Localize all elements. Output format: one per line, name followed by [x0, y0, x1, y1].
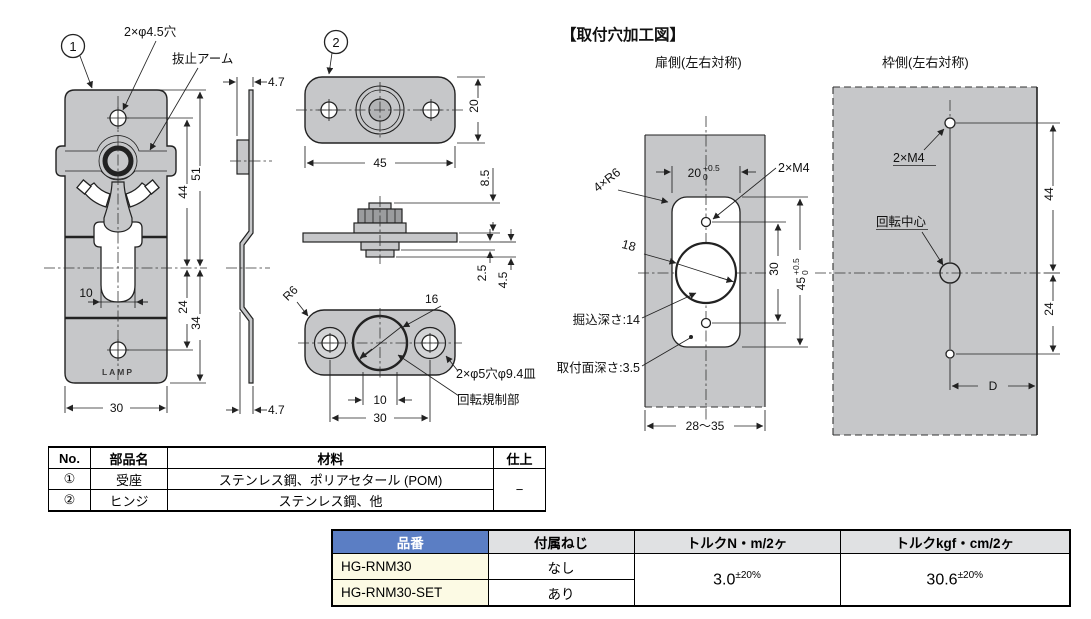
- dim-r6: R6: [280, 283, 301, 304]
- frame-side-diagram: 枠側(左右対称) 2×M4 回転中心 44 24: [815, 55, 1060, 436]
- torque-nm-value: 3.0: [713, 571, 736, 589]
- parts-header-finish: 仕上: [493, 446, 546, 469]
- dim-door-45-tol-plus: +0.5: [791, 258, 801, 275]
- callout-2: 2: [332, 35, 339, 50]
- slot-left: [76, 179, 92, 195]
- part-2-material: ステンレス鋼、他: [167, 489, 494, 512]
- dim-door-20-tol-plus: +0.5: [703, 163, 720, 173]
- dim-4.7-top: 4.7: [268, 75, 285, 89]
- spec-torque-kgf: 30.6±20%: [839, 553, 1071, 607]
- parts-header-name: 部品名: [90, 446, 168, 469]
- dim-4.7-bottom: 4.7: [268, 403, 285, 417]
- mortise-depth-label: 掘込深さ:14: [573, 312, 640, 327]
- face-depth-label: 取付面深さ:3.5: [557, 361, 640, 375]
- door-caption: 扉側(左右対称): [655, 55, 742, 70]
- callout-2-balloon: [323, 29, 349, 55]
- door-side-diagram: 扉側(左右対称) 20 +0.5 0 2×M4 4×R6 18: [557, 55, 810, 433]
- spec-header-screw: 付属ねじ: [487, 529, 635, 554]
- dim-door-30: 30: [767, 262, 781, 276]
- dim-10: 10: [79, 286, 93, 300]
- rotation-center-mark: [939, 262, 961, 284]
- part-1-no: ①: [48, 468, 91, 490]
- dim-20: 20: [467, 99, 481, 113]
- torque-kgf-tolerance: ±20%: [957, 569, 984, 581]
- counterbore-label: 2×φ5穴φ9.4皿: [456, 366, 536, 381]
- torque-nm-tolerance: ±20%: [735, 569, 761, 581]
- hinge-bottom-view: 16 2×φ5穴φ9.4皿 回転規制部 10 30: [298, 292, 536, 425]
- callout-1: 1: [69, 39, 76, 54]
- frame-screw-hole-bottom: [945, 349, 955, 359]
- hole-spec-label: 2×φ4.5穴: [124, 24, 177, 39]
- dim-45: 45: [373, 156, 387, 170]
- part-1-name: 受座: [90, 468, 168, 490]
- torque-kgf-value: 30.6: [926, 571, 958, 589]
- parts-table: No. 部品名 材料 仕上 ① 受座 ステンレス鋼、ポリアセタール (POM) …: [48, 446, 546, 512]
- hinge-top-view: 2 45 20: [296, 29, 485, 170]
- spec-torque-nm: 3.0±20%: [633, 553, 841, 607]
- frame-m4-label: 2×M4: [893, 151, 925, 165]
- slot-right: [144, 179, 160, 195]
- spec-table-row-2: HG-RNM30-SET あり: [331, 579, 1070, 607]
- spec-screw-1: なし: [487, 553, 635, 580]
- door-screw-hole-top: [700, 216, 712, 228]
- dim-frame-d: D: [989, 379, 998, 393]
- spec-model-1: HG-RNM30: [331, 553, 489, 580]
- arm-tongue: [103, 181, 133, 233]
- dim-10-bottom: 10: [373, 393, 387, 407]
- spec-table: 品番 付属ねじ トルクN・m/2ヶ トルクkgf・cm/2ヶ HG-RNM30 …: [331, 529, 1071, 607]
- dim-34: 34: [189, 316, 203, 330]
- lamp-logo: LAMP: [102, 367, 134, 377]
- spec-header-torque-nm: トルクN・m/2ヶ: [633, 529, 841, 554]
- parts-table-row-2: ② ヒンジ ステンレス鋼、他: [48, 489, 546, 512]
- dim-8.5: 8.5: [478, 169, 492, 186]
- door-screw-hole-bottom: [700, 317, 712, 329]
- part-2-no: ②: [48, 489, 91, 512]
- dim-24: 24: [176, 300, 190, 314]
- spec-table-row-1: HG-RNM30 なし 3.0±20% 30.6±20%: [331, 553, 1071, 607]
- parts-table-row-1: ① 受座 ステンレス鋼、ポリアセタール (POM) −: [48, 468, 546, 512]
- dim-frame-44: 44: [1042, 187, 1056, 201]
- frame-screw-hole-top: [944, 117, 956, 129]
- spec-screw-2: あり: [487, 579, 635, 607]
- spec-header-model: 品番: [331, 529, 489, 554]
- part-2-name: ヒンジ: [90, 489, 168, 512]
- door-d18-label: 18: [620, 237, 637, 254]
- dim-door-45: 45: [794, 277, 808, 291]
- rotation-limit-label: 回転規制部: [457, 392, 520, 407]
- spec-model-2: HG-RNM30-SET: [331, 579, 489, 607]
- dim-door-45-tol-minus: 0: [800, 270, 810, 275]
- parts-table-header-row: No. 部品名 材料 仕上: [48, 446, 546, 469]
- dim-door-20-tol-minus: 0: [703, 172, 708, 182]
- dim-door-range: 28〜35: [686, 419, 725, 433]
- arm-label: 抜止アーム: [172, 51, 233, 66]
- frame-caption: 枠側(左右対称): [882, 55, 969, 70]
- dim-30-bottom: 30: [373, 411, 387, 425]
- parts-header-no: No.: [48, 446, 91, 469]
- hinge-profile-view: 8.5 2.5 4.5: [302, 168, 516, 288]
- boss-profile: [236, 139, 250, 175]
- dim-4.5: 4.5: [496, 271, 510, 288]
- dim-51: 51: [189, 167, 203, 181]
- dim-door-20: 20: [688, 166, 702, 180]
- spec-table-header-row: 品番 付属ねじ トルクN・m/2ヶ トルクkgf・cm/2ヶ: [331, 529, 1071, 554]
- part-1-material: ステンレス鋼、ポリアセタール (POM): [167, 468, 494, 490]
- door-m4-label: 2×M4: [778, 161, 810, 175]
- rotation-center-label: 回転中心: [876, 214, 927, 229]
- dim-2.5: 2.5: [475, 264, 489, 281]
- dim-frame-24: 24: [1042, 302, 1056, 316]
- mounting-section-title: 【取付穴加工図】: [561, 25, 685, 44]
- spec-header-torque-kgf: トルクkgf・cm/2ヶ: [839, 529, 1071, 554]
- side-view: 4.7 4.7 R6: [223, 75, 309, 417]
- parts-finish-value: −: [493, 468, 546, 512]
- dim-44: 44: [176, 185, 190, 199]
- parts-header-material: 材料: [167, 446, 494, 469]
- dim-16: 16: [425, 292, 439, 306]
- dim-30: 30: [110, 401, 124, 415]
- front-view: LAMP 1 2×φ4.5穴 抜止アーム 44 51 24 34: [44, 24, 233, 415]
- callout-1-balloon: [60, 33, 86, 59]
